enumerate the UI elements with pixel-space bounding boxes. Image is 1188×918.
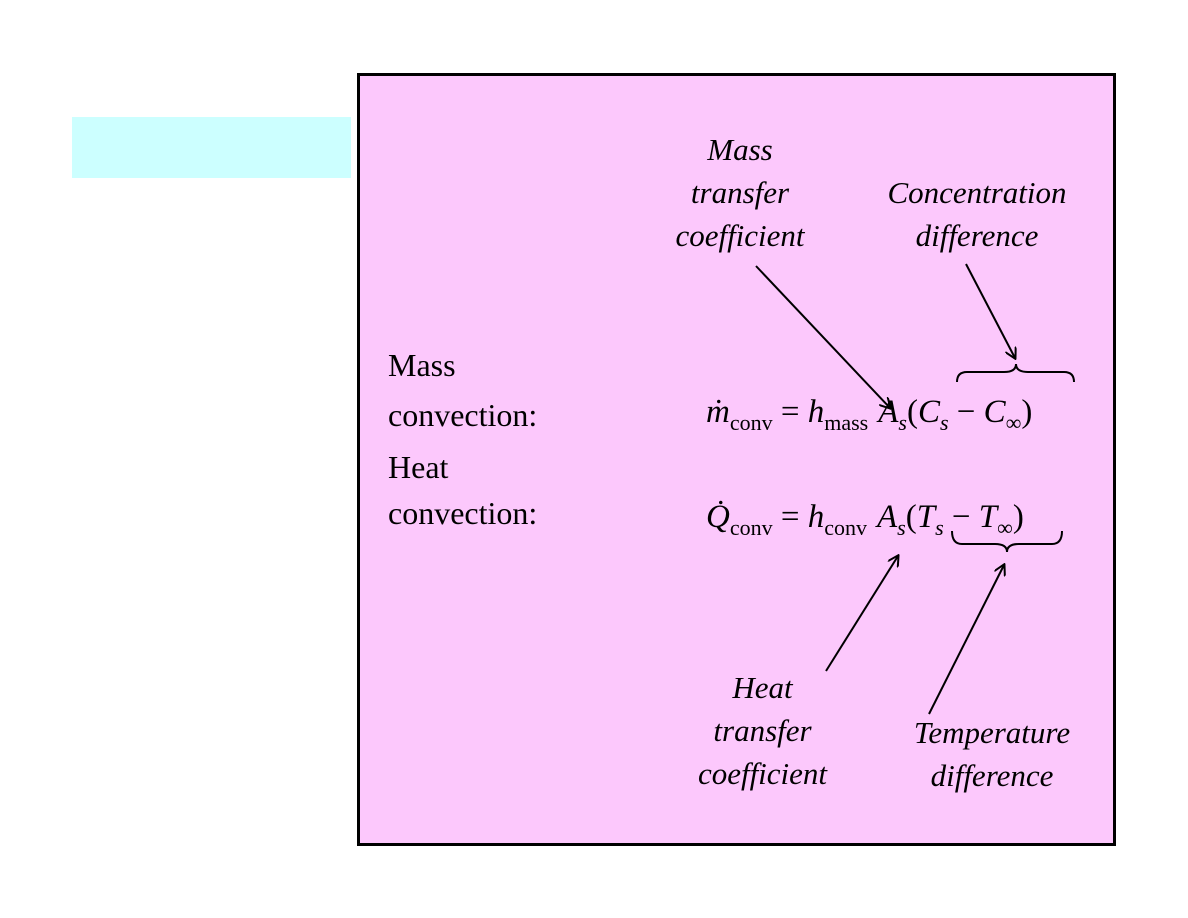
mass-label-line1: Mass: [388, 347, 456, 383]
subscript: ∞: [997, 515, 1013, 540]
subscript: conv: [824, 515, 867, 540]
temperature-arrow: [928, 565, 1004, 715]
concentration-symbol: C: [983, 394, 1006, 430]
equals-sign: =: [780, 394, 800, 430]
paren-close: ): [1012, 499, 1024, 535]
temperature-symbol: T: [978, 499, 998, 535]
heat-label-line2: convection:: [388, 495, 538, 531]
minus-sign: −: [951, 499, 971, 535]
note-line: Mass: [707, 132, 773, 167]
temperature-symbol: T: [916, 499, 936, 535]
subscript: conv: [729, 410, 773, 435]
minus-sign: −: [956, 394, 976, 430]
note-line: transfer: [713, 713, 812, 748]
note-line: difference: [930, 758, 1054, 793]
subscript: s: [898, 410, 907, 435]
subscript: s: [939, 410, 949, 435]
heat-rate-symbol: Q: [706, 499, 730, 535]
paren-close: ): [1021, 394, 1033, 430]
concentration-arrow: [965, 263, 1015, 358]
area-symbol: A: [877, 499, 898, 535]
temperature-underbrace: [951, 530, 1063, 553]
subscript: ∞: [1005, 410, 1022, 435]
note-line: Concentration: [887, 175, 1067, 210]
note-line: Heat: [732, 670, 793, 705]
concentration-symbol: C: [917, 394, 940, 430]
note-line: difference: [915, 218, 1039, 253]
subscript: s: [935, 515, 944, 540]
coefficient-symbol: h: [807, 499, 825, 535]
mass-label-line2: convection:: [388, 397, 538, 433]
diagram-panel: [357, 73, 1116, 846]
subscript: conv: [729, 515, 773, 540]
mass-transfer-coefficient-note: Mass transfer coefficient: [660, 128, 820, 257]
paren-open: (: [906, 394, 918, 430]
subscript: mass: [824, 410, 869, 435]
note-line: transfer: [690, 175, 790, 210]
mass-coefficient-arrow: [755, 265, 890, 408]
equals-sign: =: [780, 499, 800, 535]
coefficient-symbol: h: [807, 394, 825, 430]
note-line: coefficient: [675, 218, 805, 253]
note-line: coefficient: [697, 756, 828, 791]
concentration-difference-note: Concentration difference: [862, 171, 1092, 257]
subscript: s: [897, 515, 906, 540]
note-line: Temperature: [913, 715, 1071, 750]
heat-transfer-coefficient-note: Heat transfer coefficient: [680, 666, 845, 795]
heat-label-line1: Heat: [388, 449, 449, 485]
paren-open: (: [905, 499, 917, 535]
mass-flow-symbol: m: [706, 394, 730, 430]
heat-coefficient-arrow: [825, 556, 898, 672]
cyan-strip: [72, 117, 351, 178]
temperature-difference-note: Temperature difference: [887, 711, 1097, 797]
concentration-overbrace: [956, 363, 1075, 383]
